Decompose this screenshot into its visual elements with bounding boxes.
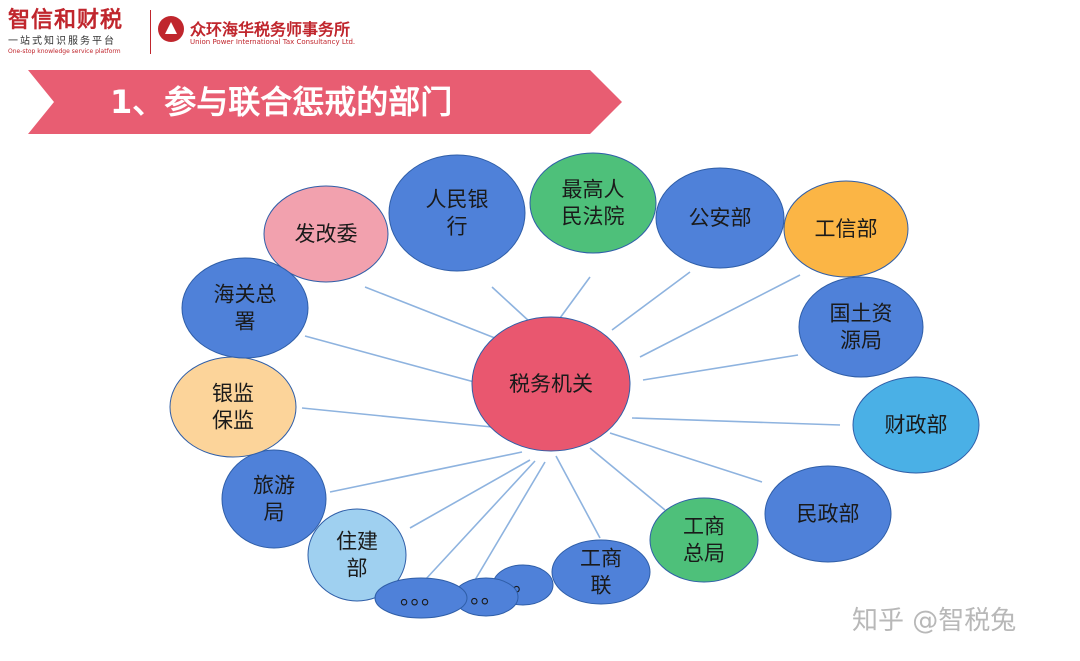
connector-zhujianbu — [409, 459, 531, 529]
connector-gongshanglian — [555, 455, 601, 539]
node-label-ellipsis-2: 。。 — [470, 584, 502, 608]
zhihu-watermark: 知乎 @智税兔 — [852, 606, 1017, 636]
node-lvyouju: 旅游局 — [221, 449, 327, 549]
node-label-yinjian-baojian-2: 保监 — [212, 409, 254, 433]
connector-gongxinbu — [639, 274, 801, 358]
connector-gonganbu — [611, 271, 691, 331]
connector-ellipsis-2 — [424, 460, 536, 581]
logo-divider — [150, 10, 151, 54]
connector-guotu-ziyuan — [642, 354, 799, 381]
node-label-gongxinbu-1: 工信部 — [815, 217, 878, 241]
node-fagaiwei: 发改委 — [263, 185, 389, 283]
connector-ellipsis-1 — [474, 461, 546, 581]
node-label-guotu-ziyuan-1: 国土资 — [830, 302, 893, 326]
node-shape-haiguan-zongshu — [181, 257, 309, 359]
node-label-gongshanglian-2: 联 — [591, 574, 612, 598]
node-label-haiguan-zongshu-1: 海关总 — [214, 283, 277, 307]
node-shape-ellipsis-1 — [374, 577, 468, 619]
zhixinhe-logo-tagline-en: One-stop knowledge service platform — [8, 48, 121, 55]
node-label-zhujianbu-1: 住建 — [336, 530, 378, 554]
node-shape-zuigao-fayuan — [529, 152, 657, 254]
union-power-emblem-icon — [158, 16, 184, 42]
connector-lvyouju — [329, 451, 523, 493]
node-label-minzhengbu-1: 民政部 — [797, 502, 860, 526]
node-shape-gongshang-zongju — [649, 497, 759, 583]
node-gongxinbu: 工信部 — [783, 180, 909, 278]
connector-renmin-yinhang — [491, 286, 531, 323]
node-label-guotu-ziyuan-2: 源局 — [840, 329, 882, 353]
connector-haiguan-zongshu — [304, 335, 479, 384]
node-label-gongshanglian-1: 工商 — [580, 547, 622, 571]
node-shape-gongshanglian — [551, 539, 651, 605]
node-shape-fagaiwei — [263, 185, 389, 283]
connector-gongshang-zongju — [589, 447, 666, 511]
node-label-lvyouju-2: 局 — [264, 501, 285, 525]
zhixinhe-logo-name: 智信和财税 — [8, 8, 124, 33]
node-label-gongshang-zongju-2: 总局 — [683, 542, 725, 566]
zhixinhe-logo-tagline: 一站式知识服务平台 — [8, 36, 116, 47]
connector-fagaiwei — [364, 286, 501, 341]
node-shape-guotu-ziyuan — [798, 276, 924, 378]
connector-zuigao-fayuan — [559, 276, 591, 319]
node-label-gonganbu-1: 公安部 — [689, 206, 752, 230]
node-label-renmin-yinhang-1: 人民银 — [426, 188, 489, 212]
title-banner: 1、参与联合惩戒的部门 — [28, 70, 622, 134]
title-banner-shape — [28, 70, 622, 134]
node-label-yinjian-baojian-1: 银监 — [212, 382, 254, 406]
center-node-shape — [471, 316, 631, 452]
node-zhujianbu: 住建部 — [307, 508, 407, 602]
node-shape-gongxinbu — [783, 180, 909, 278]
node-label-ellipsis-3: 。 — [513, 572, 534, 596]
node-label-gongshang-zongju-1: 工商 — [683, 515, 725, 539]
node-label-zuigao-fayuan-1: 最高人 — [562, 178, 625, 202]
center-node-label: 税务机关 — [509, 372, 593, 396]
node-shape-renmin-yinhang — [388, 154, 526, 272]
union-power-logo-name-en: Union Power International Tax Consultanc… — [190, 38, 356, 46]
node-shape-lvyouju — [221, 449, 327, 549]
union-power-logo-name: 众环海华税务师事务所 — [190, 20, 351, 39]
node-ellipsis-1: 。。。 — [374, 577, 468, 619]
node-minzhengbu: 民政部 — [764, 465, 892, 563]
node-shape-zhujianbu — [307, 508, 407, 602]
node-shape-gonganbu — [655, 167, 785, 269]
page-title: 1、参与联合惩戒的部门 — [110, 83, 453, 121]
connector-minzhengbu — [609, 432, 763, 483]
node-label-lvyouju-1: 旅游 — [253, 474, 295, 498]
node-label-caizhengbu-1: 财政部 — [885, 413, 948, 437]
connector-caizhengbu — [631, 417, 841, 426]
connector-lines — [301, 271, 841, 581]
node-label-zuigao-fayuan-2: 民法院 — [562, 205, 625, 229]
node-label-fagaiwei-1: 发改委 — [295, 222, 358, 246]
node-gonganbu: 公安部 — [655, 167, 785, 269]
node-shape-minzhengbu — [764, 465, 892, 563]
node-label-haiguan-zongshu-2: 署 — [235, 310, 256, 334]
department-nodes: 发改委人民银行最高人民法院公安部工信部国土资源局财政部民政部工商总局工商联住建部… — [169, 152, 980, 619]
node-gongshanglian: 工商联 — [551, 539, 651, 605]
zhixinhe-logo: 智信和财税 一站式知识服务平台 One-stop knowledge servi… — [8, 8, 148, 56]
connector-yinjian-baojian — [301, 407, 493, 428]
node-label-ellipsis-1: 。。。 — [400, 585, 442, 609]
node-shape-yinjian-baojian — [169, 356, 297, 458]
node-caizhengbu: 财政部 — [852, 376, 980, 474]
center-node: 税务机关 — [471, 316, 631, 452]
node-shape-caizhengbu — [852, 376, 980, 474]
node-label-renmin-yinhang-2: 行 — [447, 215, 468, 239]
node-label-zhujianbu-2: 部 — [347, 557, 368, 581]
